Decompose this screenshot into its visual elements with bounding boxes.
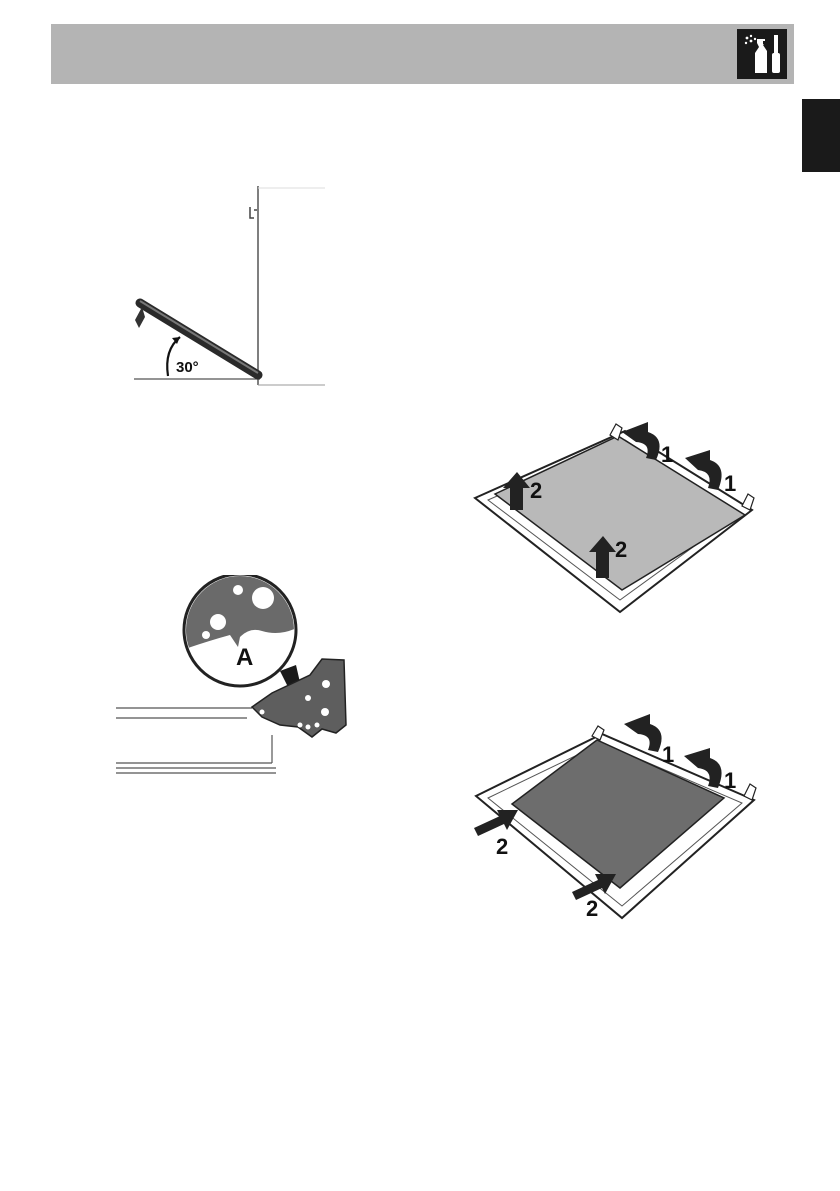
step-label-1: 1	[724, 768, 736, 793]
hinge-hole	[322, 680, 330, 688]
step-label-1: 1	[662, 742, 674, 767]
magnified-hole	[202, 631, 210, 639]
hinge-hole	[260, 710, 265, 715]
step-label-1: 1	[661, 442, 673, 467]
magnified-hole	[233, 585, 243, 595]
magnified-hole	[252, 587, 274, 609]
door-angle-figure: 30°	[120, 180, 340, 395]
hinge-hole	[315, 723, 320, 728]
glass-panel-light-figure: 1 1 2 2	[470, 410, 770, 620]
magnified-hole	[210, 614, 226, 630]
cleaning-tools-icon	[737, 29, 787, 79]
step-label-2: 2	[615, 537, 627, 562]
hinge-hole	[321, 708, 329, 716]
step-label-1: 1	[724, 471, 736, 496]
oven-door-shape	[140, 303, 258, 375]
language-tab	[802, 99, 840, 172]
hinge-hook-icon	[250, 207, 257, 218]
angle-label: 30°	[176, 359, 199, 376]
step-label-2: 2	[586, 896, 598, 921]
callout-label-a: A	[236, 644, 253, 671]
hinge-hole	[306, 725, 311, 730]
header-bar	[51, 24, 794, 84]
hinge-hole	[298, 723, 303, 728]
step-label-2: 2	[530, 478, 542, 503]
hinge-detail-figure: A	[112, 575, 362, 780]
step-label-2: 2	[496, 834, 508, 859]
oven-door-highlight	[140, 301, 258, 373]
glass-panel-dark-figure: 1 1 2 2	[462, 708, 772, 928]
hinge-hole	[305, 695, 311, 701]
